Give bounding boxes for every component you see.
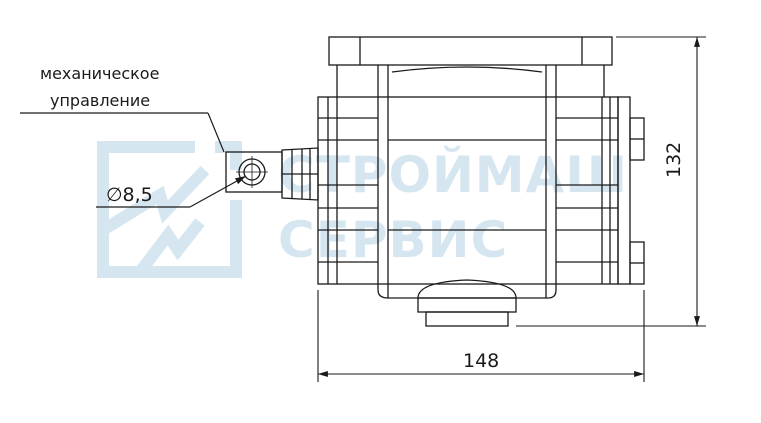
width-dimension (317, 290, 645, 382)
annotation-line2: управление (50, 91, 151, 110)
right-flange (617, 96, 645, 285)
mechanical-lever (225, 147, 319, 201)
pump-housing (317, 96, 619, 285)
top-mounting-block (328, 36, 613, 97)
diameter-leader (96, 175, 247, 208)
broken-square-lightning-icon (97, 141, 242, 278)
bottom-outlet (417, 279, 517, 327)
width-dimension-label: 148 (463, 350, 500, 372)
annotation-line1: механическое (40, 64, 160, 83)
annotation-leader (20, 112, 225, 153)
central-body (377, 65, 557, 299)
height-dimension-label: 132 (663, 141, 685, 178)
watermark-text-line2: СЕРВИС (278, 211, 509, 269)
bore-diameter-label: ∅8,5 (106, 184, 153, 206)
watermark-text-line1: СТРОЙМАШ (278, 146, 629, 204)
height-dimension (516, 36, 706, 327)
